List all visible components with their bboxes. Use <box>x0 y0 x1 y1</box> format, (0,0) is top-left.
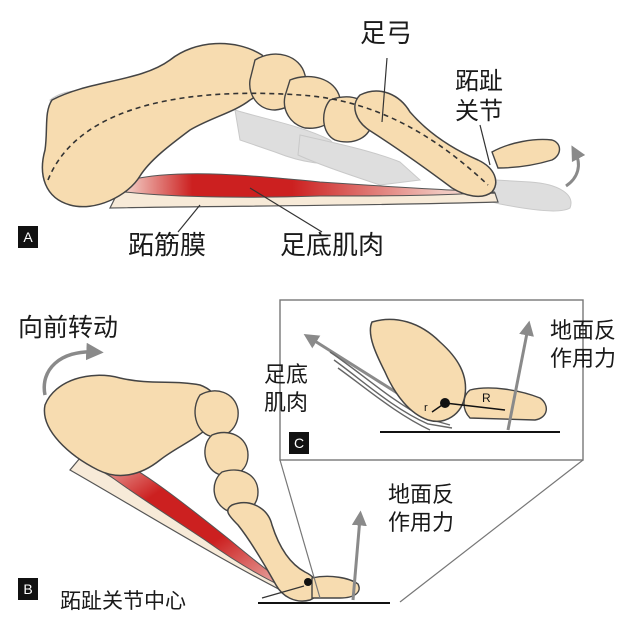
panel-a-tag: A <box>18 226 38 248</box>
joint-center-label: 跖趾关节中心 <box>60 589 186 613</box>
panel-c-inset <box>279 299 584 603</box>
large-radius-label: R <box>482 391 491 405</box>
panel-b-foot <box>42 342 390 604</box>
fascia-label: 跖筋膜 <box>128 231 207 261</box>
panel-b-tag: B <box>18 578 38 600</box>
small-radius-label: r <box>424 402 428 414</box>
arch-label: 足弓 <box>360 19 413 49</box>
rotation-label: 向前转动 <box>18 313 119 342</box>
panel-c-force-label: 地面反 作用力 <box>550 319 617 372</box>
panel-c-tag: C <box>289 432 309 454</box>
panel-c-muscle-label: 足底 肌肉 <box>264 363 309 416</box>
panel-b-force-label: 地面反 作用力 <box>388 483 455 536</box>
panel-a-foot <box>41 42 586 233</box>
toe-joint-label: 跖趾 关节 <box>455 67 503 125</box>
plantar-muscle-label: 足底肌肉 <box>280 231 385 261</box>
